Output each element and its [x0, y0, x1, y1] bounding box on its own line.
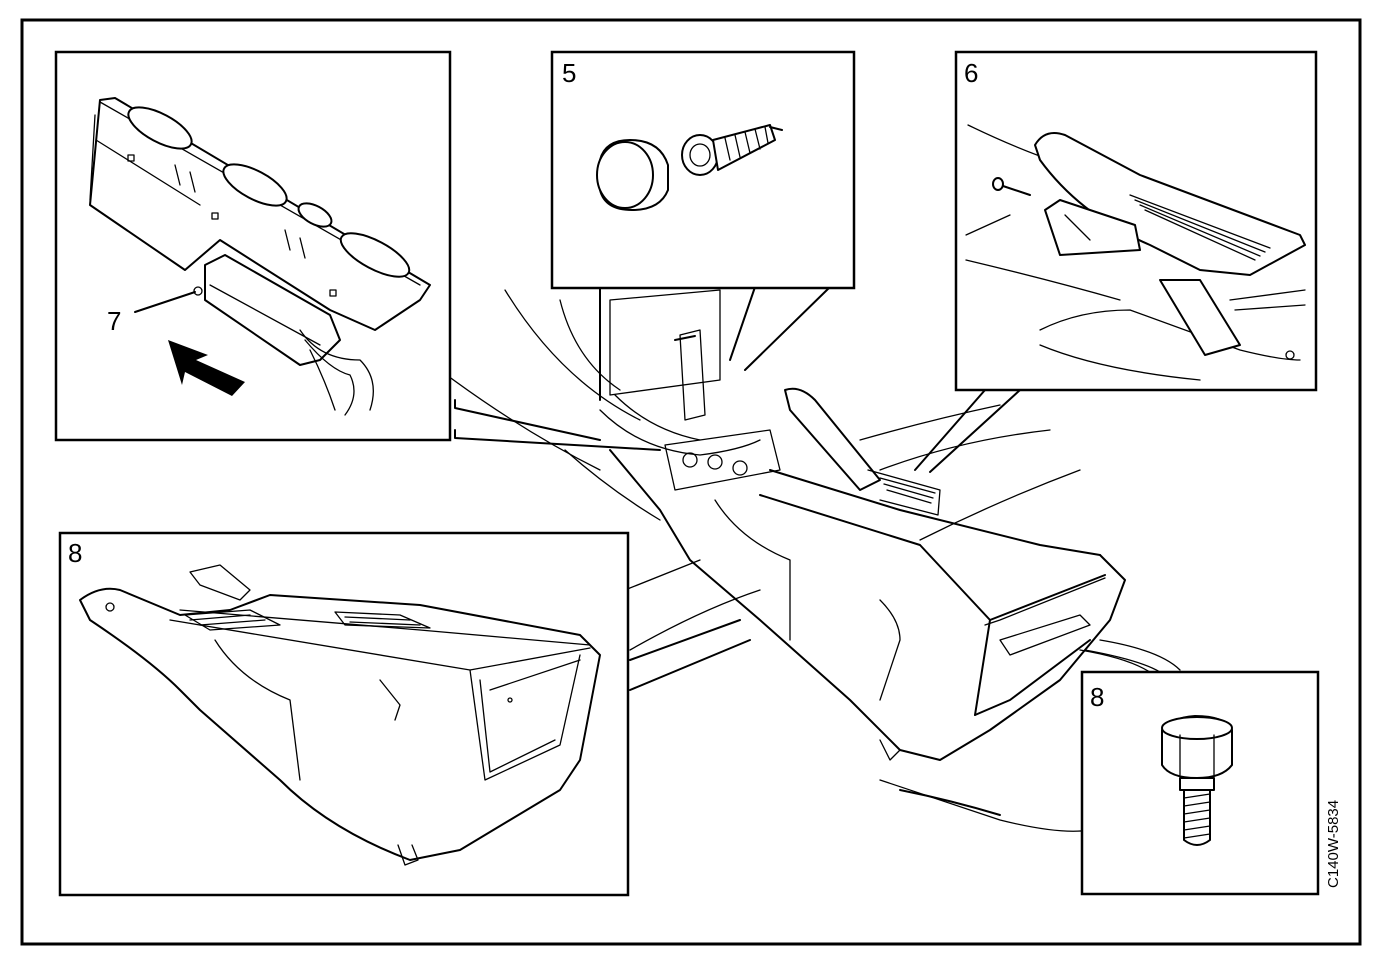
bolt-icon — [1161, 715, 1233, 846]
callout-leaders — [454, 286, 1161, 691]
figure-code: C140W-5834 — [1325, 800, 1342, 888]
callout-8-console-label: 8 — [68, 538, 82, 568]
panel-handbrake-lever: 6 — [954, 50, 1318, 392]
cover-cap-icon — [596, 139, 669, 211]
main-console-illustration — [439, 289, 1181, 832]
callout-6-label: 6 — [964, 58, 978, 88]
callout-5-label: 5 — [562, 58, 576, 88]
outer-frame — [20, 18, 1362, 946]
panel-switch-assembly: 7 — [54, 50, 452, 442]
panel-bolt: 8 — [1080, 670, 1320, 896]
removal-arrow-icon — [168, 340, 245, 396]
callout-7-label: 7 — [107, 306, 121, 336]
screw-icon — [681, 124, 783, 176]
callout-8-bolt-label: 8 — [1090, 682, 1104, 712]
panel-cap-and-screw: 5 — [550, 50, 856, 290]
panel-console: 8 — [58, 531, 630, 897]
